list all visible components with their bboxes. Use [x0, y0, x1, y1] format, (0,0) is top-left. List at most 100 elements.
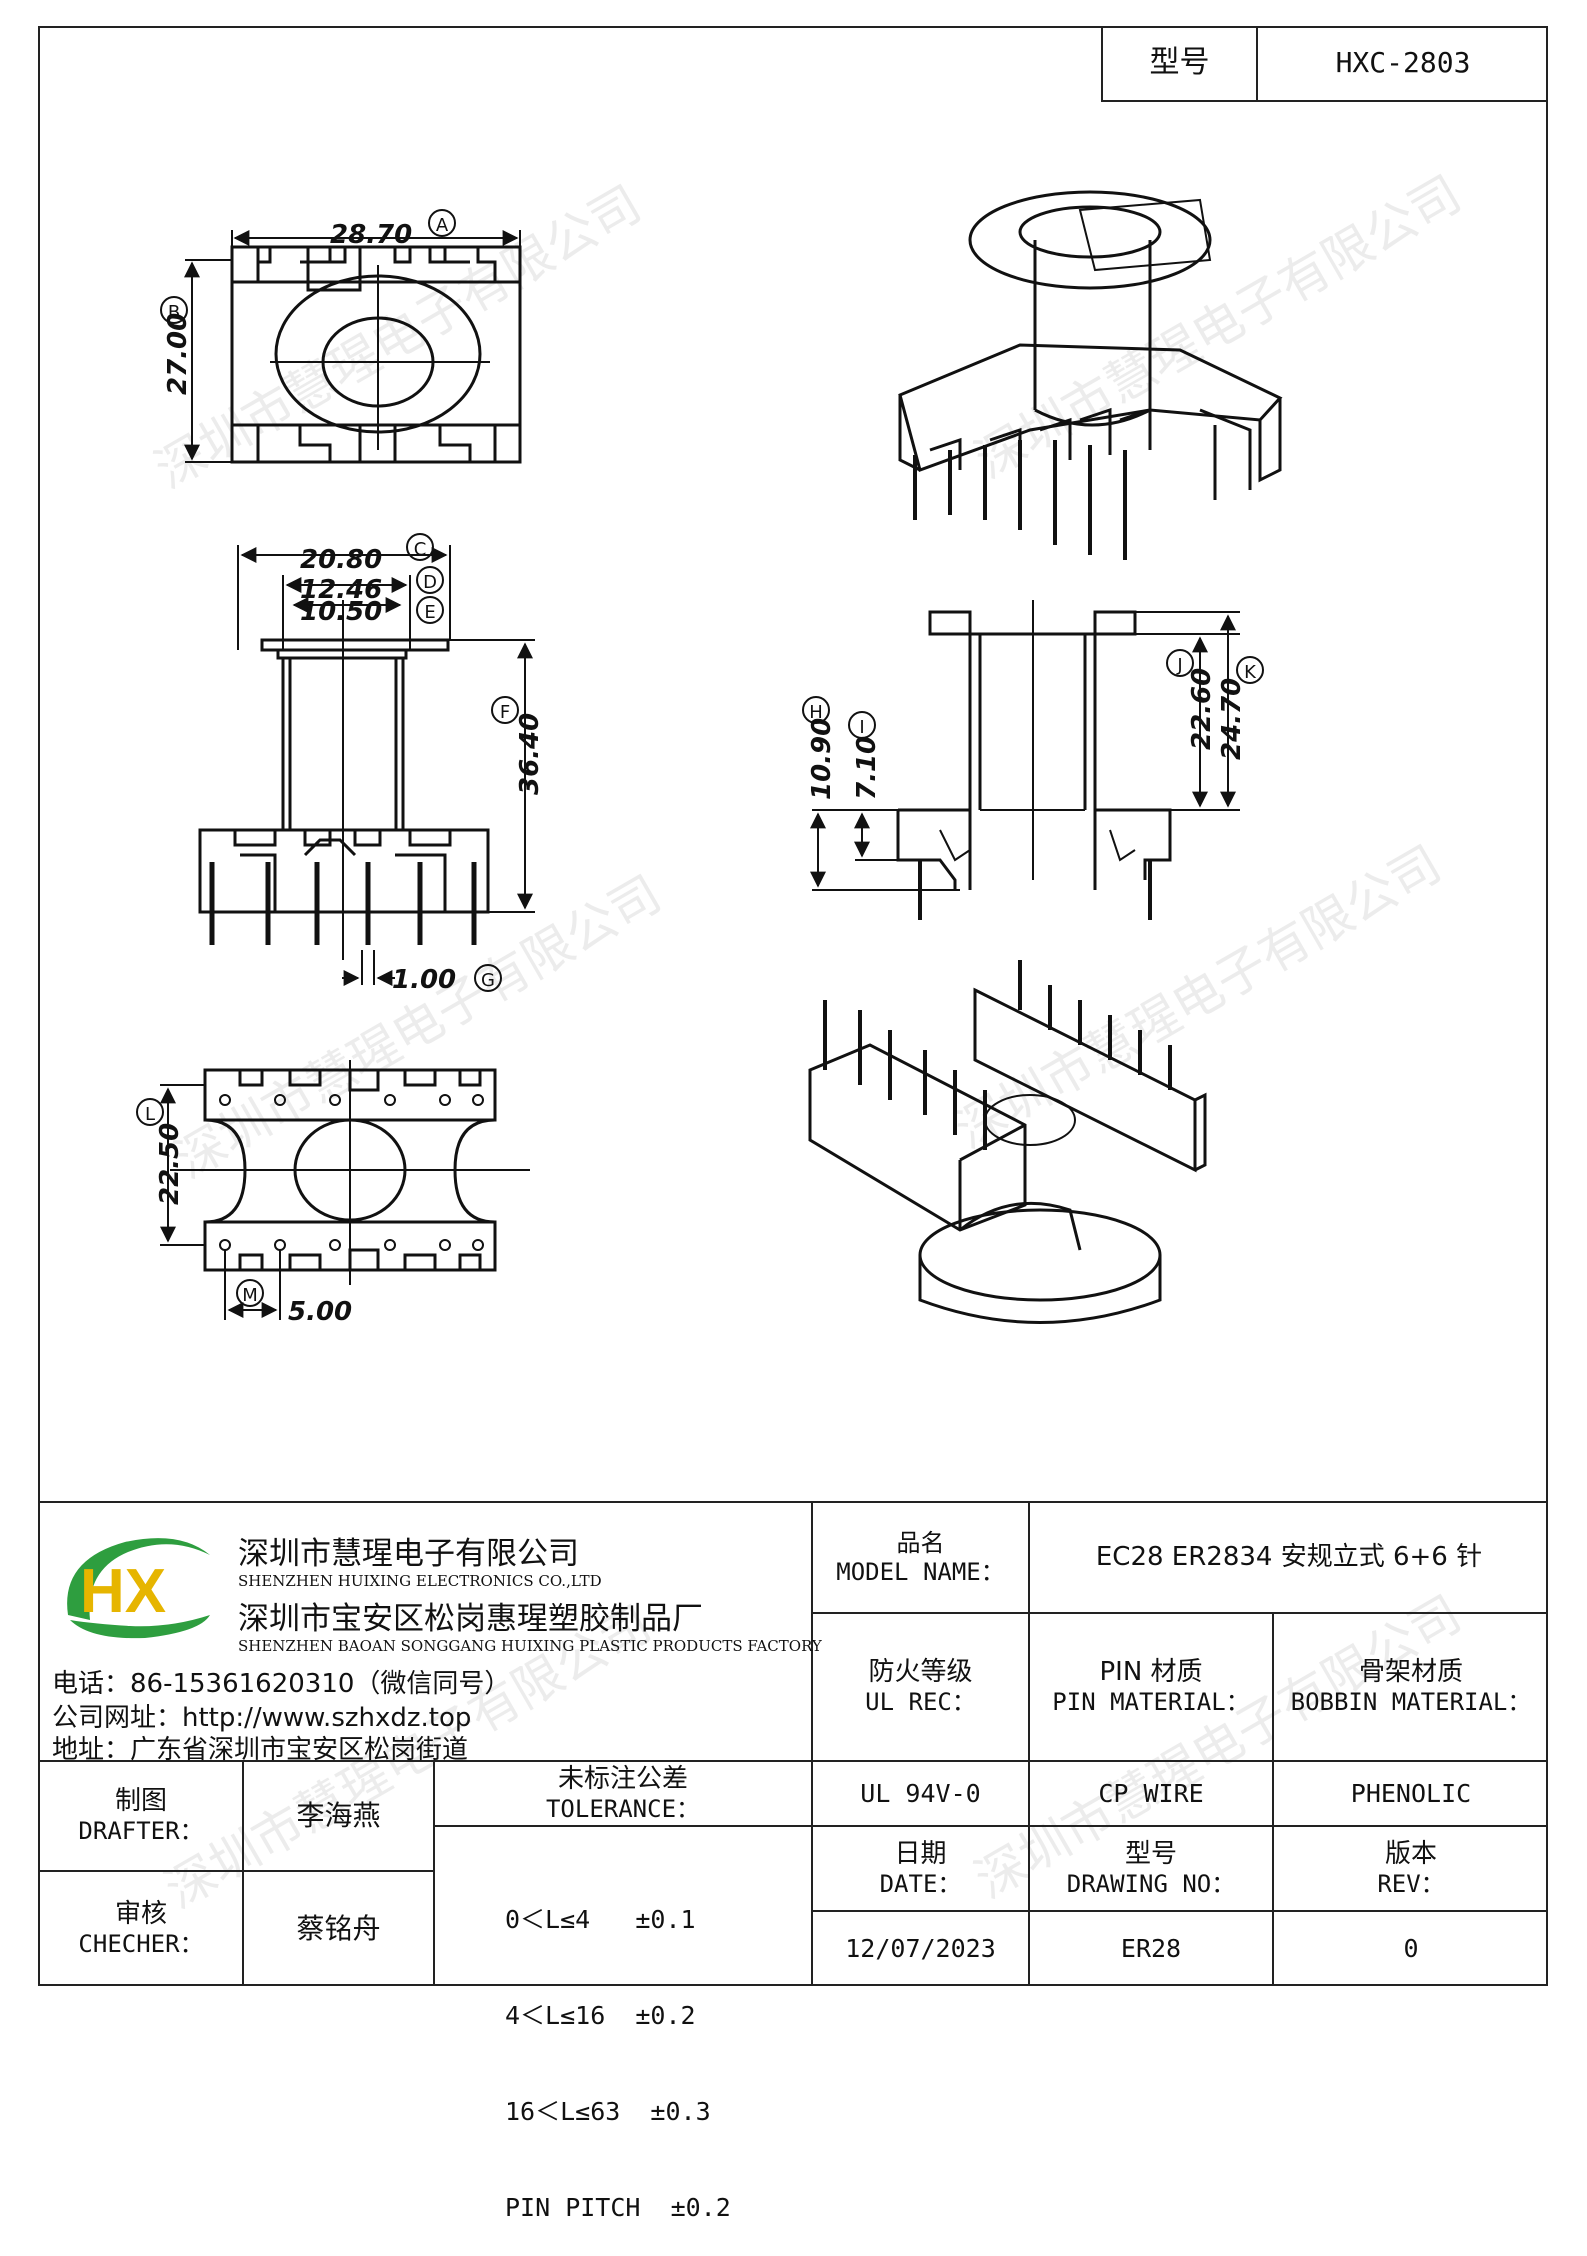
rev-label: 版本 REV：: [1274, 1827, 1548, 1910]
isometric-view-bottom: [808, 960, 1207, 1324]
dim-l-value: 22.50: [155, 1123, 185, 1205]
dim-i-tag: I: [859, 717, 864, 738]
dim-h-value: 10.90: [807, 718, 837, 800]
rev-label-cn: 版本: [1384, 1838, 1437, 1869]
dim-j-value: 22.60: [1187, 668, 1217, 750]
title-block-divider: [811, 1612, 1548, 1614]
bobbin-material-label-en: BOBBIN MATERIAL：: [1290, 1688, 1532, 1717]
dim-c-value: 20.80: [300, 545, 382, 575]
dim-e-tag: E: [424, 602, 435, 623]
side-view: [810, 600, 1240, 920]
title-block-divider: [811, 1501, 813, 1986]
title-block-divider: [433, 1825, 813, 1827]
checker-name: 蔡铭舟: [296, 1912, 381, 1946]
top-view: [184, 230, 522, 464]
dim-f-tag: F: [500, 702, 510, 723]
dim-b-value: 27.00: [163, 313, 193, 395]
title-block-divider: [811, 1825, 1548, 1827]
title-block-divider: [1028, 1501, 1030, 1986]
drawing-no-label: 型号 DRAWING NO：: [1030, 1827, 1272, 1910]
dim-l-tag: L: [145, 1104, 155, 1125]
title-block-divider: [433, 1760, 435, 1986]
title-block-divider: [1272, 1612, 1274, 1986]
company-address: 地址：广东省深圳市宝安区松岗街道: [52, 1735, 469, 1765]
factory-name-cn: 深圳市宝安区松岗惠瑆塑胶制品厂: [238, 1601, 703, 1637]
tolerance-line: 4＜L≤16 ±0.2: [505, 2001, 696, 2030]
checker-label: 审核 CHECHER：: [40, 1872, 242, 1986]
rev-label-en: REV：: [1377, 1869, 1445, 1898]
date-label-en: DATE：: [879, 1869, 962, 1898]
pin-material-value: CP WIRE: [1098, 1778, 1204, 1808]
company-name-en: SHENZHEN HUIXING ELECTRONICS CO.,LTD: [238, 1572, 602, 1590]
bobbin-material-label-cn: 骨架材质: [1358, 1657, 1463, 1687]
ul-rec-value: UL 94V-0: [860, 1778, 981, 1808]
drawing-no-value: ER28: [1120, 1934, 1182, 1963]
company-phone: 电话：86-15361620310（微信同号）: [52, 1669, 511, 1699]
dim-h-tag: H: [809, 702, 823, 723]
title-block-divider: [811, 1910, 1548, 1912]
header-model-label: 型号: [1101, 26, 1256, 102]
bobbin-material-label: 骨架材质 BOBBIN MATERIAL：: [1274, 1614, 1548, 1760]
dim-f-value: 36.40: [515, 713, 545, 795]
dim-i-value: 7.10: [852, 736, 882, 800]
dim-a-tag: A: [436, 215, 449, 236]
dim-e-value: 10.50: [300, 597, 382, 627]
dim-j-tag: J: [1176, 655, 1182, 676]
drawing-no-label-cn: 型号: [1124, 1838, 1177, 1869]
ul-rec-label-en: UL REC：: [865, 1688, 976, 1717]
tolerance-label-en: TOLERANCE：: [545, 1794, 701, 1823]
tolerance-line: 16＜L≤63 ±0.3: [505, 2097, 711, 2126]
company-name-cn: 深圳市慧瑆电子有限公司: [238, 1536, 579, 1572]
pin-material-label: PIN 材质 PIN MATERIAL：: [1030, 1614, 1272, 1760]
drafter-label-en: DRAFTER：: [78, 1817, 204, 1846]
isometric-view-top: [898, 190, 1283, 560]
checker-label-en: CHECHER：: [78, 1930, 204, 1959]
bottom-view: [160, 1060, 530, 1320]
date-value: 12/07/2023: [845, 1934, 996, 1963]
drafter-label-cn: 制图: [114, 1786, 167, 1816]
dim-m-value: 5.00: [288, 1297, 352, 1327]
front-view: [198, 545, 535, 986]
dim-d-value: 12.46: [300, 575, 382, 605]
ul-rec-label: 防火等级 UL REC：: [813, 1614, 1028, 1760]
dim-c-tag: C: [414, 539, 427, 560]
title-block-divider: [38, 1760, 1548, 1762]
drafter-name: 李海燕: [296, 1799, 381, 1833]
company-logo: HX: [67, 1538, 210, 1639]
dim-g-tag: G: [481, 970, 495, 991]
model-name-value: EC28 ER2834 安规立式 6+6 针: [1095, 1541, 1483, 1572]
company-website: 公司网址：http://www.szhxdz.top: [52, 1703, 472, 1733]
date-label-cn: 日期: [894, 1838, 947, 1869]
logo-text: HX: [80, 1557, 166, 1626]
dim-k-tag: K: [1244, 662, 1257, 683]
dim-b-tag: B: [168, 302, 180, 323]
dim-m-tag: M: [242, 1285, 258, 1306]
factory-name-en: SHENZHEN BAOAN SONGGANG HUIXING PLASTIC …: [238, 1637, 822, 1655]
tolerance-list: 0＜L≤4 ±0.1 4＜L≤16 ±0.2 16＜L≤63 ±0.3 PIN …: [505, 1840, 731, 2256]
checker-label-cn: 审核: [114, 1899, 167, 1929]
tolerance-line: PIN PITCH ±0.2: [505, 2193, 731, 2222]
model-name-label-cn: 品名: [896, 1528, 945, 1557]
title-block-divider: [38, 1870, 435, 1872]
title-block-top-border: [38, 1501, 1548, 1503]
header-model-value: HXC-2803: [1256, 26, 1548, 102]
drafter-label: 制图 DRAFTER：: [40, 1762, 242, 1870]
dim-d-tag: D: [423, 572, 437, 593]
model-name-label: 品名 MODEL NAME：: [813, 1503, 1028, 1612]
tolerance-line: 0＜L≤4 ±0.1: [505, 1905, 696, 1934]
date-label: 日期 DATE：: [813, 1827, 1028, 1910]
drawing-sheet: [38, 26, 1548, 1986]
dim-a-value: 28.70: [330, 220, 412, 250]
technical-drawing: 28.70 A 27.00 B 20.80 C 12.46: [136, 190, 1283, 1327]
rev-value: 0: [1403, 1934, 1419, 1963]
dim-g-value: 1.00: [392, 965, 456, 995]
pin-material-label-en: PIN MATERIAL：: [1052, 1688, 1250, 1717]
tolerance-label: 未标注公差 TOLERANCE：: [435, 1762, 811, 1825]
pin-material-label-cn: PIN 材质: [1099, 1657, 1203, 1687]
bobbin-material-value: PHENOLIC: [1350, 1778, 1472, 1808]
drawing-no-label-en: DRAWING NO：: [1066, 1869, 1236, 1898]
ul-rec-label-cn: 防火等级: [868, 1657, 973, 1687]
model-name-label-en: MODEL NAME：: [836, 1557, 1005, 1586]
title-block-divider: [242, 1760, 244, 1986]
dim-k-value: 24.70: [1217, 678, 1247, 760]
